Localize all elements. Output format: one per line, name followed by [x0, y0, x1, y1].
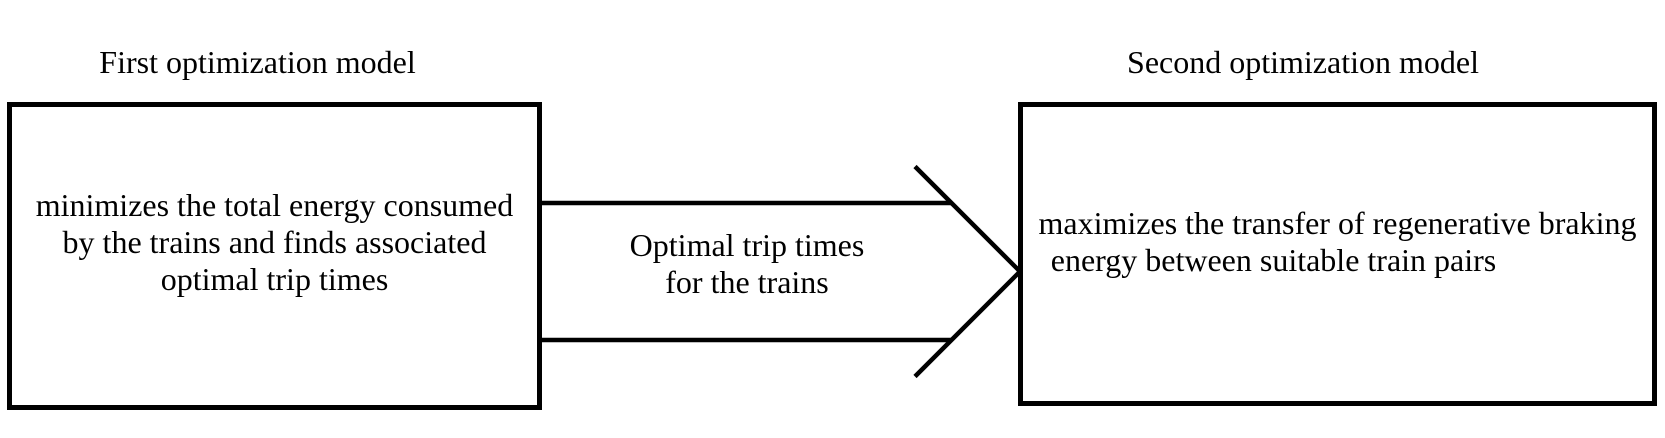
- first-model-box: minimizes the total energy consumed by t…: [7, 102, 542, 410]
- arrow-label: Optimal trip times for the trains: [542, 227, 952, 301]
- second-model-description: maximizes the transfer of regenerative b…: [1027, 205, 1648, 279]
- text-line: energy between suitable train pairs: [1050, 242, 1497, 278]
- text-line: minimizes the total energy consumed: [35, 187, 514, 223]
- text-line: optimal trip times: [160, 261, 389, 297]
- text-line: Optimal trip times: [629, 227, 865, 263]
- first-model-title: First optimization model: [99, 44, 416, 80]
- second-model-box: maximizes the transfer of regenerative b…: [1018, 102, 1657, 406]
- second-model-title: Second optimization model: [1127, 44, 1479, 80]
- first-model-description: minimizes the total energy consumed by t…: [12, 187, 537, 298]
- text-line: by the trains and finds associated: [62, 224, 487, 260]
- text-line: for the trains: [665, 264, 829, 300]
- text-line: maximizes the transfer of regenerative b…: [1038, 205, 1637, 241]
